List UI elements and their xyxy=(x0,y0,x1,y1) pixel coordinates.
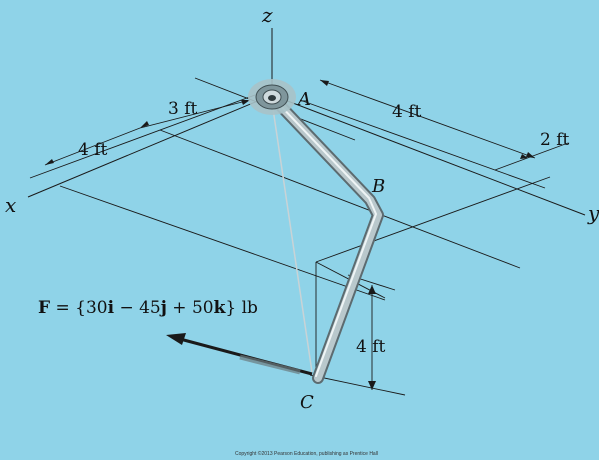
plane-line-6 xyxy=(315,176,551,263)
x-axis-line xyxy=(27,94,273,198)
dimension-3ft-label: 3 ft xyxy=(168,99,198,119)
force-eq-mid2: + 50 xyxy=(167,298,214,318)
force-eq-open: = {30 xyxy=(50,298,108,318)
y-axis-label: y xyxy=(587,201,599,225)
copyright-notice: Copyright ©2013 Pearson Education, publi… xyxy=(235,450,378,457)
cable-line xyxy=(271,101,313,373)
dim-arrowhead xyxy=(368,381,376,390)
force-symbol: F xyxy=(38,298,50,318)
point-C-label: C xyxy=(300,392,314,413)
construction-lines xyxy=(29,77,551,396)
dimension-4ft-left-label: 4 ft xyxy=(78,140,108,160)
dim-2ft-line xyxy=(494,142,569,171)
support-hub xyxy=(268,95,276,101)
x-axis-label: x xyxy=(5,193,16,217)
unit-vector-j: j xyxy=(159,298,167,318)
dim-arrowhead xyxy=(45,159,54,165)
dimension-2ft-label: 2 ft xyxy=(540,130,570,150)
force-eq-close: } lb xyxy=(225,298,258,318)
plane-line-5 xyxy=(299,99,546,189)
force-equation: F = {30i − 45j + 50k} lb xyxy=(38,298,258,318)
point-A-label: A xyxy=(296,89,311,110)
unit-vector-k: k xyxy=(214,298,227,318)
dim-4ft-top-line xyxy=(319,79,536,159)
dim-arrowhead xyxy=(520,154,528,159)
point-B-label: B xyxy=(371,176,385,197)
dim-arrowhead xyxy=(320,80,329,86)
vertical-guide-2 xyxy=(309,374,406,396)
dim-4ft-left-line xyxy=(44,127,141,166)
dimension-4ft-top-label: 4 ft xyxy=(392,102,422,122)
dimension-4ft-vertical-label: 4 ft xyxy=(356,337,386,357)
support-at-A xyxy=(248,79,296,115)
dim-arrowhead xyxy=(368,285,376,294)
force-eq-mid1: − 45 xyxy=(114,298,161,318)
y-axis-line xyxy=(271,94,586,216)
plane-line-3 xyxy=(59,185,386,301)
force-arrowhead xyxy=(166,333,186,345)
dim-3ft-line xyxy=(139,99,251,129)
pipe-highlight xyxy=(273,98,377,377)
dim-arrowhead xyxy=(140,121,149,128)
force-arrow xyxy=(166,333,313,376)
force-arrow-hatch xyxy=(239,354,301,375)
z-axis-label: z xyxy=(261,3,273,27)
plane-line-2 xyxy=(29,94,256,179)
dimension-lines xyxy=(44,79,569,390)
pipe-assembly xyxy=(269,94,384,384)
plane-line-4 xyxy=(159,129,521,269)
dim-arrowhead xyxy=(241,100,250,105)
unit-vector-i: i xyxy=(108,298,115,318)
